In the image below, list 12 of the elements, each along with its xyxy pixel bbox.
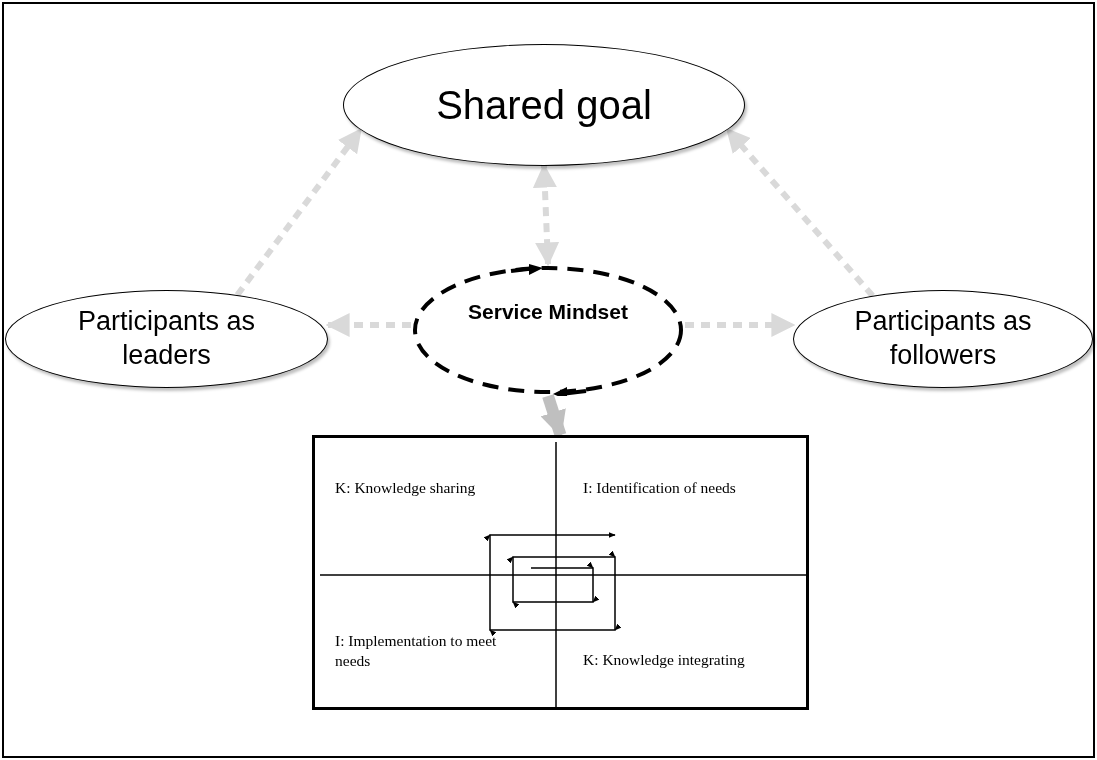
quadrant-label: I: Identification of needs [583, 478, 737, 498]
arrow [325, 313, 411, 337]
arrow [685, 313, 796, 337]
quadrant-label: K: Knowledge integrating [583, 650, 746, 670]
ellipse-node: Participants as leaders [5, 290, 328, 388]
quadrant-label: I: Implementation to meet needs [335, 631, 498, 672]
arrow [725, 127, 875, 298]
node-label: Service Mindset [468, 300, 628, 324]
ellipse-node: Shared goal [343, 44, 745, 166]
ellipse-node: Participants as followers [793, 290, 1093, 388]
arrow [234, 127, 363, 297]
quadrant-label: K: Knowledge sharing [335, 478, 477, 498]
